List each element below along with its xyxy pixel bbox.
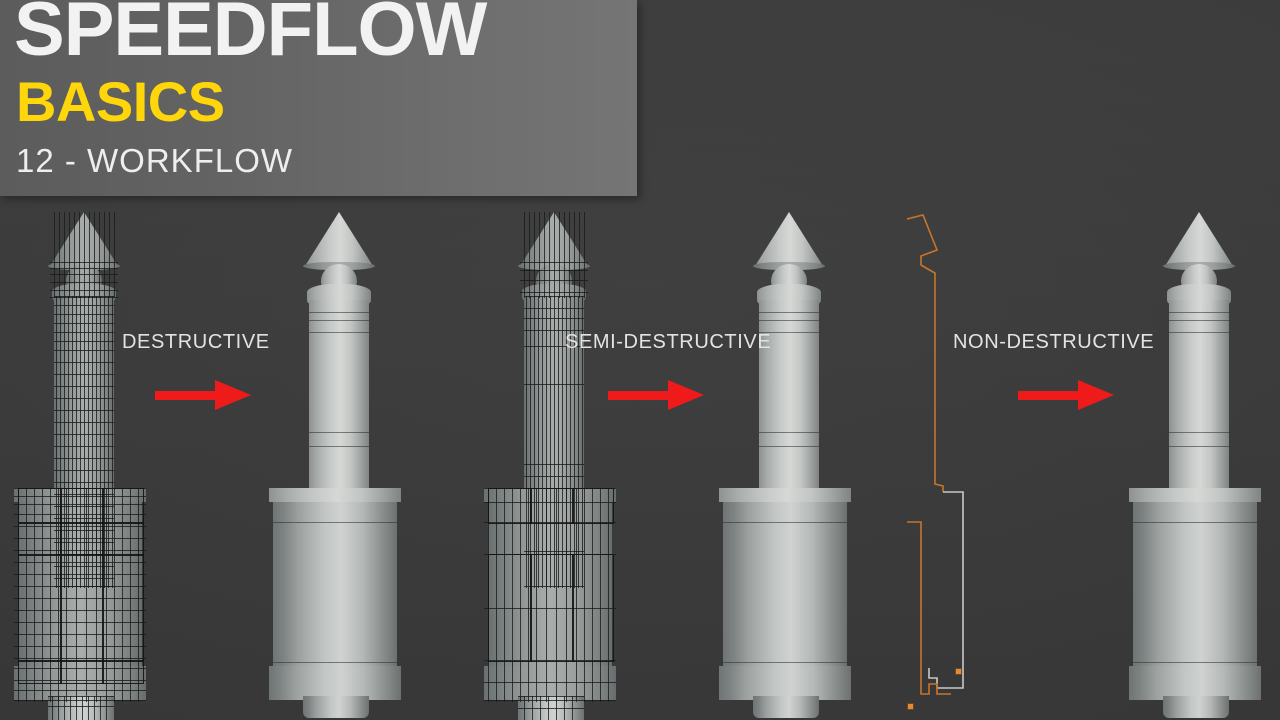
model2-base-top-flange <box>269 488 401 502</box>
model4-base-edge-2 <box>723 662 847 663</box>
model-semi-destructive-result <box>705 200 905 720</box>
model5-shoulder <box>1167 284 1231 304</box>
title-banner: SPEEDFLOW BASICS 12 - WORKFLOW <box>0 0 637 196</box>
model1-wire-foot <box>48 696 114 720</box>
page-title: SPEEDFLOW <box>14 0 487 72</box>
arrow-head <box>668 380 704 410</box>
model5-cone <box>1165 212 1233 266</box>
model4-edge-1 <box>759 312 819 313</box>
model4-edge-5 <box>759 446 819 447</box>
model2-base-body <box>273 490 397 700</box>
model5-edge-5 <box>1169 446 1229 447</box>
stage-label-non-destructive: NON-DESTRUCTIVE <box>953 331 1155 353</box>
model2-edge-4 <box>309 432 369 433</box>
arrow-shaft <box>608 391 674 400</box>
model2-base-edge-2 <box>273 662 397 663</box>
model1-wire-top <box>50 212 118 298</box>
model3-wire-top <box>520 212 588 298</box>
model3-wire-shaft <box>524 296 584 588</box>
arrow-right-icon-non-destructive <box>1018 380 1114 410</box>
arrow-shaft <box>155 391 221 400</box>
model5-base-top-flange <box>1129 488 1261 502</box>
model4-base-edge-1 <box>723 522 847 523</box>
profile-vertex-dot-2 <box>907 703 914 710</box>
model2-edge-2 <box>309 320 369 321</box>
model2-edge-1 <box>309 312 369 313</box>
model5-foot <box>1163 696 1229 718</box>
model4-foot <box>753 696 819 718</box>
profile-curve-nondestructive <box>906 214 964 695</box>
model-non-destructive-result <box>1115 200 1280 720</box>
model4-base-bottom-flange <box>719 666 851 700</box>
model4-edge-2 <box>759 320 819 321</box>
profile-curve-highlight <box>928 491 964 689</box>
stage-label-semi-destructive: SEMI-DESTRUCTIVE <box>565 331 772 353</box>
model5-edge-4 <box>1169 432 1229 433</box>
profile-curve-upper <box>906 214 944 492</box>
model2-base-bottom-flange <box>269 666 401 700</box>
model5-base-bottom-flange <box>1129 666 1261 700</box>
arrow-shaft <box>1018 391 1084 400</box>
arrow-right-icon-destructive <box>155 380 251 410</box>
model5-edge-1 <box>1169 312 1229 313</box>
episode-title: 12 - WORKFLOW <box>16 142 294 179</box>
model2-edge-5 <box>309 446 369 447</box>
model1-wire-base <box>14 488 146 702</box>
model-semi-destructive-wireframe <box>470 200 670 720</box>
model3-base-bottom-flange <box>484 666 616 700</box>
model-destructive-result <box>255 200 455 720</box>
model5-edge-3 <box>1169 332 1229 333</box>
stage-label-destructive: DESTRUCTIVE <box>122 331 270 353</box>
model2-cone <box>305 212 373 266</box>
model4-cone <box>755 212 823 266</box>
model4-base-body <box>723 490 847 700</box>
model3-wire-base <box>484 488 616 702</box>
model5-edge-2 <box>1169 320 1229 321</box>
model-destructive-wireframe <box>0 200 200 720</box>
arrow-head <box>1078 380 1114 410</box>
model5-base-edge-1 <box>1133 522 1257 523</box>
arrow-right-icon-semi-destructive <box>608 380 704 410</box>
profile-curve-lower <box>907 521 951 695</box>
page-subtitle: BASICS <box>16 70 225 133</box>
model2-edge-3 <box>309 332 369 333</box>
profile-vertex-dot-1 <box>955 668 962 675</box>
arrow-head <box>215 380 251 410</box>
model2-base-edge-1 <box>273 522 397 523</box>
model4-edge-3 <box>759 332 819 333</box>
model4-edge-4 <box>759 432 819 433</box>
model4-shoulder <box>757 284 821 304</box>
model3-wire-foot <box>518 696 584 720</box>
model4-base-top-flange <box>719 488 851 502</box>
model5-base-body <box>1133 490 1257 700</box>
model2-foot <box>303 696 369 718</box>
model5-base-edge-2 <box>1133 662 1257 663</box>
model2-shoulder <box>307 284 371 304</box>
